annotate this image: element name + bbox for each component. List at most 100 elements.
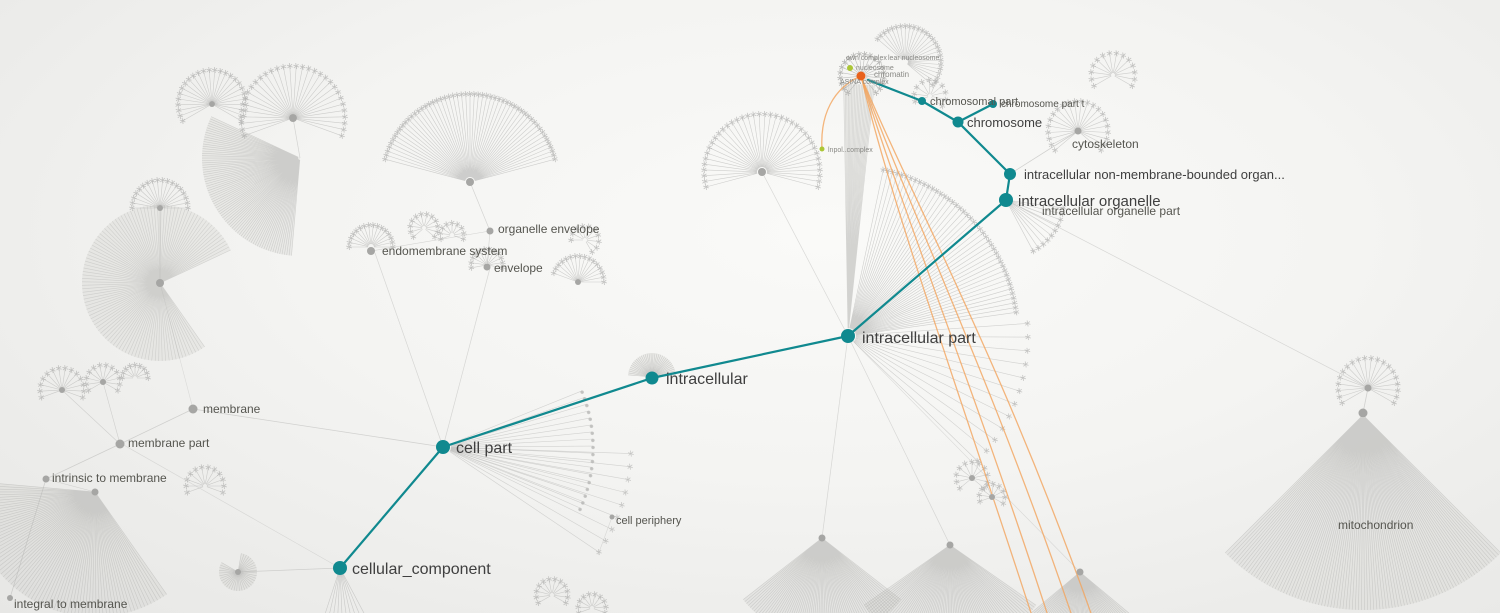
graph-edge	[469, 181, 491, 232]
selected-path-edge	[650, 334, 850, 380]
graph-edge	[119, 408, 194, 445]
graph-node[interactable]	[1358, 408, 1368, 418]
leaf-node-ticks	[837, 51, 887, 96]
graph-node[interactable]	[575, 279, 581, 285]
edge-fan	[956, 462, 988, 489]
leaf-node-ticks	[568, 223, 602, 256]
leaf-node-ticks	[701, 111, 823, 191]
node-label[interactable]: intracellular organelle part	[1042, 204, 1181, 218]
graph-node[interactable]	[609, 514, 615, 520]
graph-node[interactable]	[758, 168, 766, 176]
graph-node[interactable]	[59, 387, 65, 393]
node-label[interactable]: lnpol..complex	[828, 147, 873, 154]
node-label[interactable]: intracellular part	[862, 330, 976, 347]
node-label[interactable]: intracellular organelle	[1018, 193, 1161, 210]
graph-node[interactable]	[235, 569, 241, 575]
node-label[interactable]: intracellular	[666, 371, 748, 388]
edge-bundle-wedge	[628, 353, 676, 377]
node-label[interactable]: cytoskeleton	[1072, 137, 1139, 151]
graph-node[interactable]	[333, 561, 347, 575]
edge-fan	[201, 116, 301, 256]
graph-node[interactable]	[819, 146, 825, 152]
graph-node[interactable]	[918, 97, 926, 105]
graph-node[interactable]	[989, 494, 995, 500]
node-label[interactable]: integral to membrane	[14, 597, 128, 611]
graph-node[interactable]	[483, 263, 491, 271]
graph-node[interactable]	[157, 205, 163, 211]
node-label[interactable]: envelope	[494, 261, 543, 275]
node-label[interactable]: mitochondrion	[1338, 518, 1413, 532]
node-label[interactable]: chromosome part t	[1001, 99, 1085, 110]
node-label[interactable]: intracellular non-membrane-bounded organ…	[1024, 167, 1285, 182]
leaf-node-ticks	[129, 177, 191, 212]
node-label[interactable]: intrinsic to membrane	[52, 471, 167, 485]
leaf-node-ticks	[238, 63, 348, 139]
node-label[interactable]: membrane	[203, 402, 261, 416]
leaf-node-ticks	[175, 67, 249, 125]
node-label[interactable]: organelle envelope	[498, 222, 600, 236]
node-label[interactable]: ASINA complex	[840, 79, 889, 86]
edge-fan	[1338, 358, 1398, 404]
leaf-node-ticks	[575, 591, 609, 613]
graph-node[interactable]	[486, 227, 494, 235]
leaf-node-ticks	[595, 450, 634, 556]
graph-node[interactable]	[645, 371, 659, 385]
graph-edge	[45, 478, 96, 493]
node-label[interactable]: chromosome	[967, 115, 1042, 130]
graph-node[interactable]	[7, 595, 13, 601]
edge-fan	[218, 553, 258, 592]
graph-node[interactable]	[1076, 568, 1084, 576]
graph-node[interactable]	[999, 193, 1013, 207]
edge-fan	[471, 249, 503, 269]
graph-node[interactable]	[209, 101, 215, 107]
leaf-node-ticks	[1335, 355, 1401, 407]
graph-node[interactable]	[100, 379, 106, 385]
edge-fan	[1091, 53, 1135, 87]
graph-node[interactable]	[42, 475, 50, 483]
node-label[interactable]: chromatin	[874, 70, 909, 79]
graph-node[interactable]	[1074, 127, 1082, 135]
graph-edge	[847, 335, 1081, 573]
graph-edge	[442, 267, 491, 448]
graph-node[interactable]	[856, 71, 866, 81]
graph-node[interactable]	[952, 116, 964, 128]
node-label[interactable]: lear nucleosome	[888, 55, 939, 62]
graph-node[interactable]	[946, 541, 954, 549]
graph-node[interactable]	[156, 279, 164, 287]
edge-fan	[450, 390, 594, 509]
node-label[interactable]: cell periphery	[616, 515, 682, 527]
edge-fan	[0, 483, 167, 613]
graph-node[interactable]	[91, 488, 99, 496]
graph-node[interactable]	[969, 475, 975, 481]
graph-edge	[374, 252, 444, 448]
selected-path-edge	[338, 445, 445, 570]
graph-node[interactable]	[1004, 168, 1016, 180]
node-label[interactable]: nucleosome	[856, 65, 894, 72]
graph-node[interactable]	[847, 65, 853, 71]
leaf-node-ticks	[880, 166, 1020, 316]
node-label[interactable]: own complex	[846, 55, 887, 62]
graph-node[interactable]	[289, 114, 297, 122]
graph-node[interactable]	[115, 439, 125, 449]
graph-node[interactable]	[367, 247, 375, 255]
node-label[interactable]: endomembrane system	[382, 244, 507, 258]
graph-node[interactable]	[1364, 384, 1372, 392]
graph-edge	[486, 230, 491, 268]
node-label[interactable]: cell part	[456, 440, 513, 457]
graph-node[interactable]	[989, 100, 997, 108]
graph-edge	[761, 171, 849, 337]
graph-node[interactable]	[466, 178, 474, 186]
node-label[interactable]: membrane part	[128, 436, 210, 450]
node-label[interactable]: chromosomal part	[930, 96, 1018, 108]
selected-path-edge	[956, 120, 1012, 176]
node-label[interactable]: cellular_component	[352, 561, 491, 578]
edge-fan	[325, 574, 365, 613]
graph-edge	[61, 389, 121, 445]
edge-fan	[577, 594, 607, 613]
graph-node[interactable]	[818, 534, 826, 542]
graph-node[interactable]	[188, 404, 198, 414]
graph-node[interactable]	[436, 440, 450, 454]
graph-node[interactable]	[841, 329, 855, 343]
